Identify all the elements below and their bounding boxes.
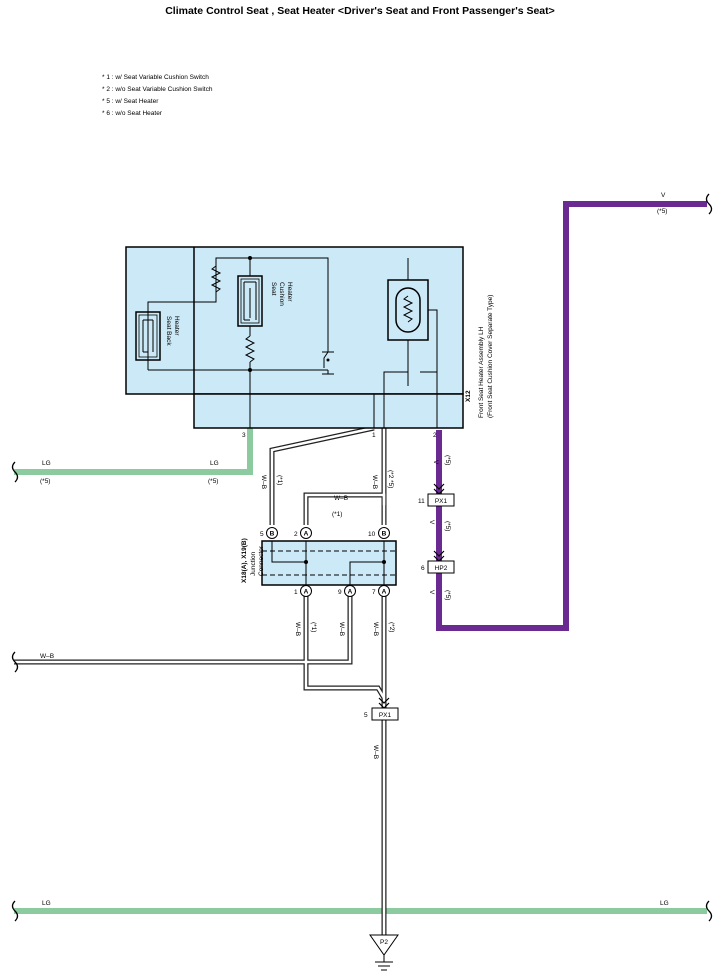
wire-note-5: (*5): [444, 455, 451, 465]
seat-cushion-heater-label: Cushion: [278, 282, 285, 306]
resistor-icon: [210, 265, 222, 293]
resistor-icon: [244, 335, 256, 363]
seat-back-heater-label: Seat Back: [165, 316, 172, 346]
note-item: * 1 : w/ Seat Variable Cushion Switch: [102, 74, 209, 81]
connector-label: HP2: [435, 565, 448, 572]
pin-3: 3: [242, 432, 246, 439]
connector-id: B: [382, 531, 387, 538]
thermistor-icon: [387, 270, 438, 372]
junction-dot: [248, 368, 252, 372]
junction-pins-top: B 5 A 2 B 10: [260, 527, 390, 539]
pin-number: 5: [260, 531, 264, 538]
junction-name: Connector: [258, 545, 265, 576]
notes-list: * 1 : w/ Seat Variable Cushion Switch * …: [102, 74, 213, 117]
wire-label-v: V: [432, 460, 439, 465]
connector-px1-upper: PX1 11: [418, 483, 455, 507]
wire-label-v: V: [428, 590, 435, 595]
pin-number: 1: [294, 589, 298, 596]
junction-name: Junction: [250, 551, 257, 576]
connector-id: A: [382, 589, 387, 596]
seat-back-heater-icon: [135, 311, 161, 361]
wire-label-wb: W–B: [334, 495, 348, 502]
wire-note-1: (*1): [332, 511, 342, 518]
connector-label: PX1: [435, 498, 448, 505]
wire-label-v: V: [428, 520, 435, 525]
pin-number: 6: [421, 565, 425, 572]
connector-id: A: [304, 531, 309, 538]
pin-number: 2: [294, 531, 298, 538]
wire-note-5: (*5): [444, 521, 451, 531]
pin-2: 2: [433, 432, 437, 439]
wire-note-1: (*1): [276, 475, 283, 485]
assembly-code: X12: [465, 390, 472, 402]
pin-number: 7: [372, 589, 376, 596]
junction-code: X18(A), X19(B): [241, 538, 248, 583]
ground-label: P2: [380, 939, 388, 946]
wire-note-5: (*5): [657, 208, 667, 215]
pin-number: 9: [338, 589, 342, 596]
assembly-subname: (Front Seat Cushion Cover Separate Type): [487, 295, 494, 418]
connector-px1-lower: PX1 5: [364, 697, 399, 721]
note-item: * 5 : w/ Seat Heater: [102, 98, 159, 105]
junction-connector: X18(A), X19(B) Junction Connector: [241, 538, 397, 586]
wire-label-wb: W–B: [372, 745, 379, 759]
wire-note-2: (*2): [388, 622, 395, 632]
pin-number: 10: [368, 531, 376, 538]
wire-label-wb: W–B: [338, 622, 345, 636]
connector-id: A: [304, 589, 309, 596]
switch-icon: [322, 351, 334, 375]
wire-label-lg: LG: [42, 900, 51, 907]
connector-id: B: [270, 531, 275, 538]
assembly-name: Front Seat Heater Assembly LH: [478, 326, 485, 418]
diagram-title: Climate Control Seat , Seat Heater <Driv…: [165, 5, 555, 17]
junction-pins-bottom: A 1 A 9 A 7: [294, 585, 390, 597]
wire-label-wb: W–B: [260, 475, 267, 489]
wire-label-wb: W–B: [371, 475, 378, 489]
wire-note-1: (*1): [310, 622, 317, 632]
wire-label-wb: W–B: [294, 622, 301, 636]
connector-id: A: [348, 589, 353, 596]
lg-wire-upper: [14, 428, 253, 475]
wire-note-5: (*5): [208, 478, 218, 485]
junction-dot: [248, 256, 252, 260]
wb-wires-outline: [14, 425, 387, 935]
wire-label-lg: LG: [42, 460, 51, 467]
pin-number: 5: [364, 712, 368, 719]
connector-hp2: HP2 6: [421, 550, 455, 574]
wire-label-lg: LG: [210, 460, 219, 467]
note-item: * 2 : w/o Seat Variable Cushion Switch: [102, 86, 213, 93]
seat-cushion-heater-label: Seat: [270, 282, 277, 296]
wire-note-5: (*5): [40, 478, 50, 485]
wire-note-5: (*5): [444, 590, 451, 600]
wire-label-v: V: [661, 192, 666, 199]
seat-cushion-heater-label: Heater: [286, 282, 293, 302]
wire-break-marks: [11, 193, 713, 922]
connector-label: PX1: [379, 712, 392, 719]
pin-1: 1: [372, 432, 376, 439]
note-item: * 6 : w/o Seat Heater: [102, 110, 163, 117]
wire-label-lg: LG: [660, 900, 669, 907]
seat-cushion-heater-icon: [237, 275, 263, 327]
seat-heater-assembly: Seat Cushion Heater Seat Back Heater X12: [125, 246, 494, 429]
wb-wires-core: [14, 426, 386, 935]
wire-label-wb: W–B: [372, 622, 379, 636]
wire-label-wb: W–B: [40, 653, 54, 660]
seat-back-heater-label: Heater: [173, 316, 180, 336]
ground-icon: P2: [369, 934, 399, 971]
wire-note-2-5: (*2 *5): [387, 470, 394, 488]
pin-number: 11: [418, 498, 425, 505]
